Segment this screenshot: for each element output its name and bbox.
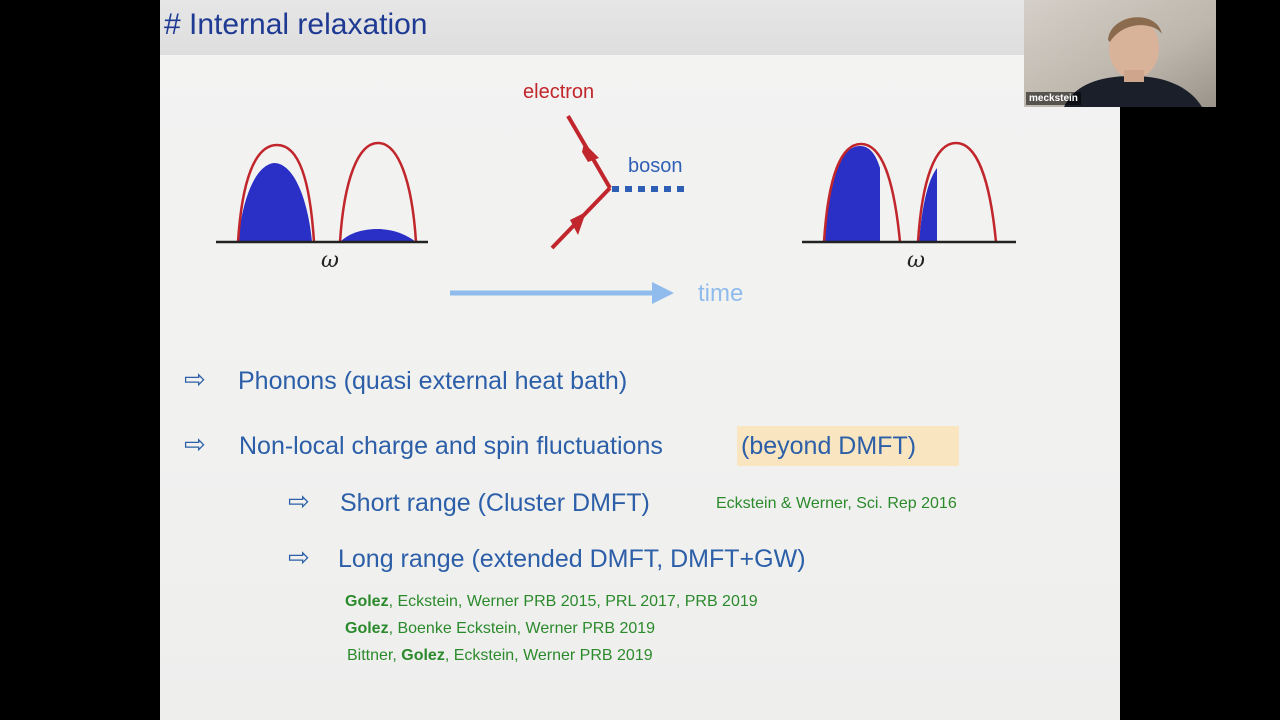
reference-text: , Eckstein, Werner PRB 2019 <box>444 647 653 664</box>
reference-line-2: Golez, Boenke Eckstein, Werner PRB 2019 <box>345 620 655 638</box>
left-band-1-outline <box>236 143 316 243</box>
reference-line-3: Bittner, Golez, Eckstein, Werner PRB 201… <box>347 647 653 665</box>
reference-short-range: Eckstein & Werner, Sci. Rep 2016 <box>716 495 957 512</box>
feynman-vertex <box>550 114 690 250</box>
right-spectrum <box>802 141 1016 244</box>
right-band-1-outline <box>822 142 902 243</box>
slide-title-bar: # Internal relaxation <box>160 0 1120 55</box>
reference-author-bold: Golez <box>345 620 389 637</box>
person-silhouette-icon <box>1024 0 1216 107</box>
bullet-phonons: Phonons (quasi external heat bath) <box>238 367 628 395</box>
left-band-2-outline <box>338 141 418 243</box>
webcam-video-tile[interactable]: meckstein <box>1024 0 1216 107</box>
reference-text: , Boenke Eckstein, Werner PRB 2019 <box>388 620 656 637</box>
bullet-nonlocal-fluctuations: Non-local charge and spin fluctuations <box>239 432 663 460</box>
bullet-arrow-icon: ⇨ <box>184 364 206 394</box>
reference-text: , Eckstein, Werner PRB 2015, PRL 2017, P… <box>388 593 758 610</box>
reference-text: Bittner, <box>347 647 402 664</box>
omega-right-label: ω <box>907 248 925 273</box>
slide-title: # Internal relaxation <box>164 8 428 41</box>
electron-arrow-in <box>570 212 586 235</box>
bullet-beyond-dmft: (beyond DMFT) <box>741 432 917 460</box>
presentation-slide: # Internal relaxation <box>160 0 1120 720</box>
bullet-arrow-icon: ⇨ <box>184 429 206 459</box>
right-band-2-fill <box>919 168 937 242</box>
reference-line-1: Golez, Eckstein, Werner PRB 2015, PRL 20… <box>345 593 758 611</box>
left-band-2-fill <box>340 229 416 242</box>
time-arrow <box>450 282 674 304</box>
bullet-long-range: Long range (extended DMFT, DMFT+GW) <box>338 545 806 573</box>
relaxation-diagram: electron boson ω ω time <box>216 81 1016 307</box>
boson-label: boson <box>628 155 683 177</box>
omega-left-label: ω <box>321 248 339 273</box>
beyond-dmft-highlight <box>737 426 959 466</box>
reference-author-bold: Golez <box>345 593 389 610</box>
sub-bullet-arrow-icon: ⇨ <box>288 542 310 572</box>
right-band-2-outline <box>916 141 998 243</box>
reference-author-bold: Golez <box>401 647 445 664</box>
right-band-1-fill <box>825 146 880 242</box>
left-spectrum <box>216 141 428 244</box>
bullet-short-range: Short range (Cluster DMFT) <box>340 489 650 517</box>
sub-bullet-arrow-icon: ⇨ <box>288 486 310 516</box>
electron-arrow-out <box>582 143 599 162</box>
electron-label: electron <box>523 81 594 103</box>
webcam-participant-name: meckstein <box>1026 92 1081 105</box>
left-band-1-fill <box>238 163 312 242</box>
time-label: time <box>698 280 743 307</box>
